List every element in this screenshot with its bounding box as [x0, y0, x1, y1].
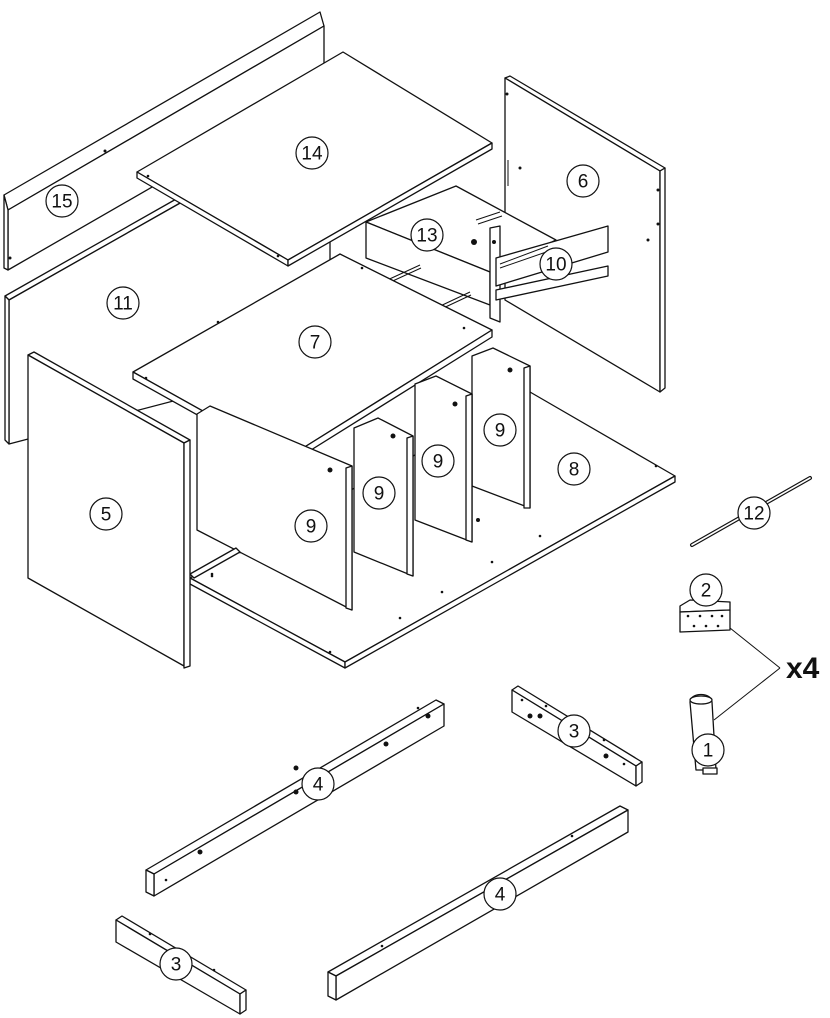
- callout-3-b: 3: [159, 947, 193, 981]
- svg-text:3: 3: [569, 722, 580, 743]
- svg-text:2: 2: [701, 581, 712, 602]
- drawer-13: [365, 185, 609, 323]
- callout-8: 8: [557, 452, 591, 486]
- callout-6: 6: [566, 164, 600, 198]
- svg-text:3: 3: [171, 955, 182, 976]
- divider-9-a: [196, 405, 353, 611]
- callout-1: 1: [691, 733, 725, 767]
- svg-text:11: 11: [113, 294, 133, 315]
- quantity-label: x4: [786, 652, 820, 685]
- svg-text:9: 9: [306, 517, 317, 538]
- rail-4-a: [145, 699, 445, 897]
- callout-9-b: 9: [362, 476, 396, 510]
- callout-15: 15: [45, 184, 79, 218]
- svg-text:13: 13: [416, 226, 437, 247]
- svg-text:4: 4: [313, 775, 324, 796]
- callout-4-b: 4: [483, 877, 517, 911]
- callout-4-a: 4: [301, 767, 335, 801]
- svg-text:5: 5: [101, 505, 112, 526]
- callout-9-a: 9: [294, 509, 328, 543]
- callout-7: 7: [298, 325, 332, 359]
- svg-text:14: 14: [301, 144, 323, 165]
- callout-10: 10: [539, 247, 573, 281]
- rail-4-b: [327, 805, 629, 1001]
- callout-14: 14: [295, 136, 329, 170]
- callout-12: 12: [737, 496, 771, 530]
- callout-11: 11: [106, 286, 140, 320]
- callout-3-a: 3: [557, 714, 591, 748]
- panel-15: [3, 11, 325, 271]
- callout-9-c: 9: [421, 444, 455, 478]
- svg-text:6: 6: [578, 172, 589, 193]
- callout-5: 5: [89, 497, 123, 531]
- svg-text:9: 9: [495, 421, 506, 442]
- callout-13: 13: [410, 218, 444, 252]
- quantity-leader-lines: [713, 627, 781, 721]
- svg-text:8: 8: [569, 460, 580, 481]
- svg-text:12: 12: [743, 504, 764, 525]
- svg-text:7: 7: [310, 333, 321, 354]
- svg-text:15: 15: [51, 192, 72, 213]
- svg-text:4: 4: [495, 885, 506, 906]
- plinth-front-edge: [189, 547, 241, 579]
- svg-text:10: 10: [545, 255, 566, 276]
- callout-9-d: 9: [483, 413, 517, 447]
- svg-text:1: 1: [703, 741, 714, 762]
- svg-text:9: 9: [374, 484, 385, 505]
- svg-text:9: 9: [433, 452, 444, 473]
- callout-2: 2: [689, 573, 723, 607]
